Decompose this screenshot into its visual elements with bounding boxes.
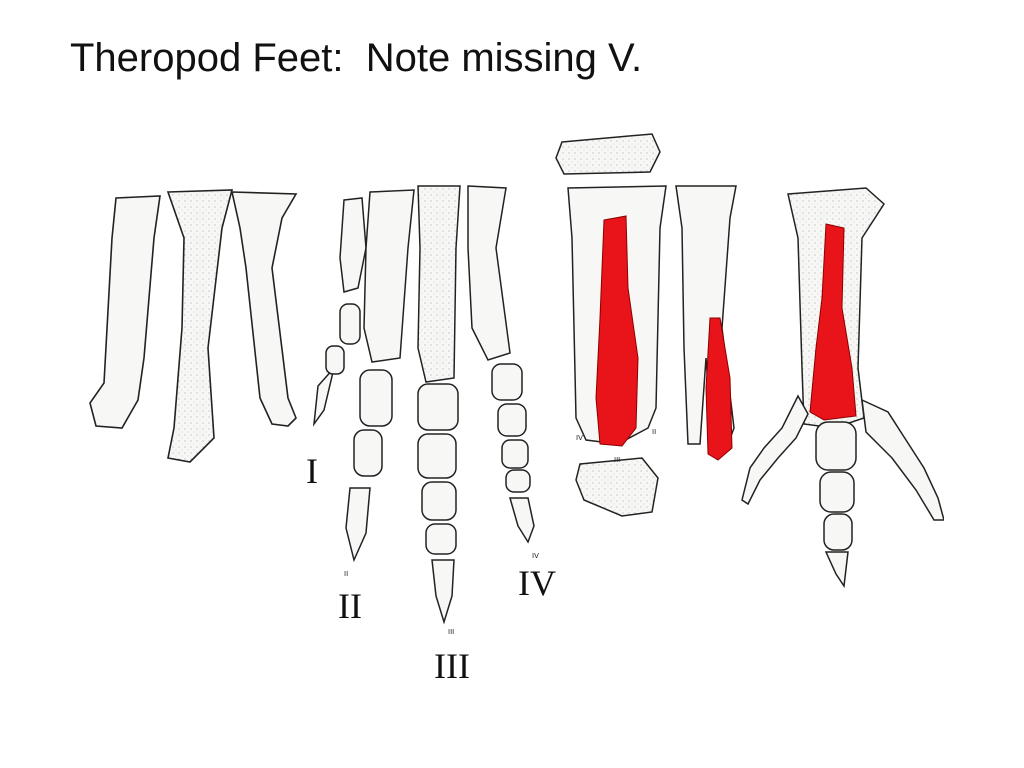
digit-two-phalanx-1: [359, 369, 393, 427]
digit-four-claw: [509, 497, 535, 544]
metatarsal-right: [230, 191, 298, 427]
proximal-tarsal: [555, 133, 661, 175]
digit-four-phalanx-2: [497, 403, 527, 437]
digit-label-one: I: [306, 451, 318, 491]
digit-label-three: III: [434, 646, 470, 686]
digit-three-phalanx-3: [421, 481, 457, 521]
digit-four-phalanx-3: [501, 439, 529, 469]
digit-four-phalanx-1: [491, 363, 523, 401]
digit-three-phalanx-4: [425, 523, 457, 555]
slender-metatarsus: [675, 185, 737, 461]
digit-three-claw: [431, 559, 455, 625]
metatarsal-three: [417, 185, 461, 383]
complete-foot-outer-digit: [861, 398, 944, 521]
metatarsal-one: [339, 197, 367, 293]
isolated-metatarsals: [89, 189, 298, 463]
complete-foot-middle-claw: [824, 551, 849, 589]
digit-label-four: IV: [518, 563, 556, 603]
digit-one-phalanx-2: [325, 345, 345, 375]
complete-foot-metatarsal-three-highlight: [809, 223, 857, 421]
digit-one-phalanx: [339, 303, 361, 345]
distal-tarsal: [575, 457, 659, 517]
theropod-feet-illustration: II III IV IV III II: [89, 133, 944, 636]
slide-title: Theropod Feet: Note missing V.: [70, 36, 643, 80]
digit-two-claw: [345, 487, 371, 563]
complete-foot-inner-digit: [741, 394, 809, 506]
articulated-foot: [312, 185, 535, 625]
digit-four-phalanx-4: [505, 469, 531, 493]
bone-mark-four: IV: [532, 552, 539, 560]
metatarsus-with-tarsals: [555, 133, 667, 517]
digit-two-phalanx-2: [353, 429, 383, 477]
slender-metatarsal-three-highlight: [705, 317, 733, 461]
metatarsal-two: [363, 189, 415, 363]
complete-foot-middle-phalanx-1: [815, 421, 857, 471]
complete-foot-middle-phalanx-3: [823, 513, 853, 551]
bone-mark-iv-small: IV: [576, 434, 583, 442]
metatarsal-middle: [166, 189, 234, 463]
bone-mark-iii-small: III: [614, 456, 620, 464]
digit-one-claw: [312, 367, 335, 427]
digit-three-phalanx-2: [417, 433, 457, 479]
complete-foot-middle-phalanx-2: [819, 471, 855, 513]
complete-foot: [741, 187, 944, 589]
metatarsal-three-highlight: [595, 215, 639, 447]
bone-mark-ii-small: II: [652, 428, 656, 436]
metatarsal-four: [467, 185, 511, 361]
digit-three-phalanx-1: [417, 383, 459, 431]
metatarsal-left: [89, 195, 161, 429]
bone-mark-three: III: [448, 628, 454, 636]
digit-label-two: II: [338, 586, 362, 626]
bone-mark-two: II: [344, 570, 348, 578]
